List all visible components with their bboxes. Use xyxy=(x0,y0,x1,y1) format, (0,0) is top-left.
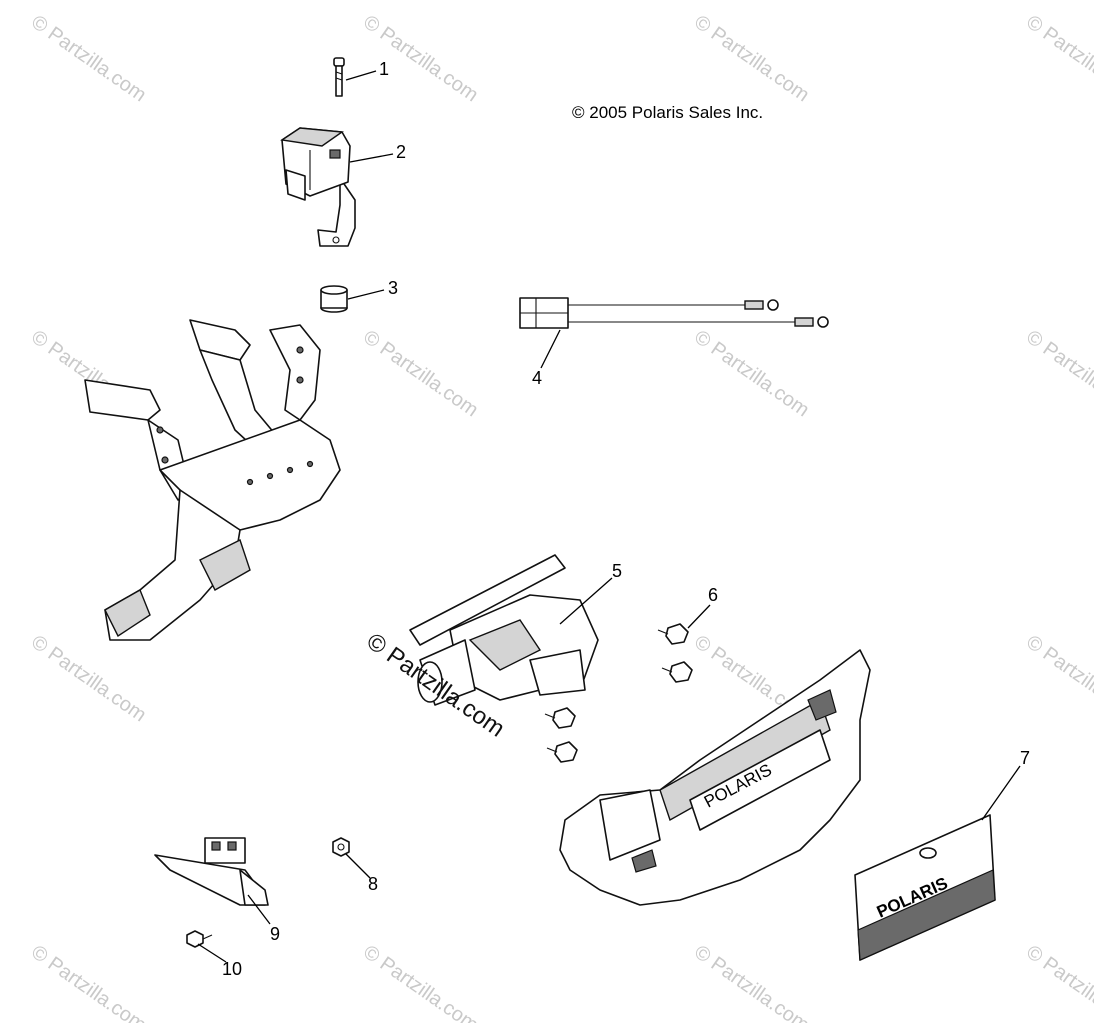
callout-9[interactable]: 9 xyxy=(270,924,280,944)
watermark: © Partzilla.com xyxy=(27,11,150,106)
watermark: © Partzilla.com xyxy=(359,326,482,421)
watermark: © Partzilla.com xyxy=(359,941,482,1023)
part-8-nut[interactable] xyxy=(332,837,350,857)
watermark: © Partzilla.com xyxy=(27,941,150,1023)
bumper-support-frame xyxy=(84,319,341,641)
part-3-spacer[interactable] xyxy=(320,285,348,313)
watermark: © Partzilla.com xyxy=(27,631,150,726)
callout-8[interactable]: 8 xyxy=(368,874,378,894)
leader-lines xyxy=(197,70,1021,963)
watermark: © Partzilla.com xyxy=(690,11,813,106)
callout-labels: 1 2 3 4 5 6 7 8 9 10 xyxy=(222,59,1030,979)
callout-5[interactable]: 5 xyxy=(612,561,622,581)
watermark: © Partzilla.com xyxy=(1022,11,1094,106)
part-2-solenoid-bracket[interactable] xyxy=(280,127,356,247)
flange-bolt xyxy=(546,741,578,763)
part-6-flange-bolts[interactable] xyxy=(544,623,693,763)
watermark: © Partzilla.com xyxy=(1022,941,1094,1023)
part-9-circuit-breaker[interactable] xyxy=(154,837,269,906)
callout-2[interactable]: 2 xyxy=(396,142,406,162)
flange-bolt xyxy=(661,661,693,683)
part-5-winch[interactable] xyxy=(409,554,599,706)
callout-10[interactable]: 10 xyxy=(222,959,242,979)
watermark: © Partzilla.com xyxy=(1022,326,1094,421)
callout-7[interactable]: 7 xyxy=(1020,748,1030,768)
part-7-logo-plate[interactable]: POLARIS xyxy=(854,814,996,961)
flange-bolt xyxy=(544,707,576,729)
watermark: © Partzilla.com xyxy=(359,11,482,106)
callout-6[interactable]: 6 xyxy=(708,585,718,605)
part-7-front-bumper[interactable]: POLARIS xyxy=(559,649,871,906)
watermark: © Partzilla.com xyxy=(690,326,813,421)
watermark: © Partzilla.com xyxy=(690,941,813,1023)
callout-1[interactable]: 1 xyxy=(379,59,389,79)
callout-4[interactable]: 4 xyxy=(532,368,542,388)
part-10-screw[interactable] xyxy=(186,930,213,948)
part-4-wiring-harness[interactable] xyxy=(519,297,829,329)
copyright-notice: © 2005 Polaris Sales Inc. xyxy=(572,103,763,122)
part-1-bolt[interactable] xyxy=(333,57,345,97)
callout-3[interactable]: 3 xyxy=(388,278,398,298)
flange-bolt xyxy=(657,623,689,645)
watermark: © Partzilla.com xyxy=(1022,631,1094,726)
